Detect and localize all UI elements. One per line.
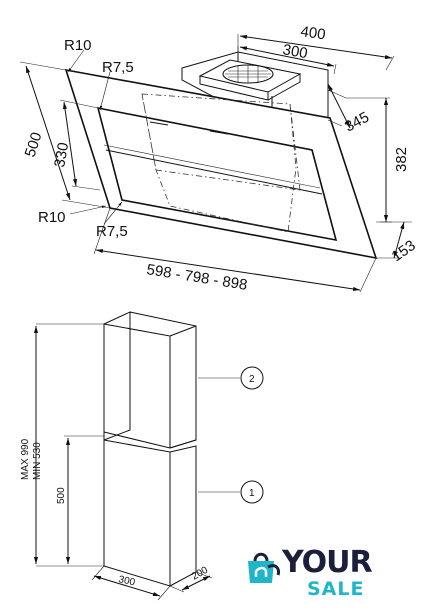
label-max: MAX 990 xyxy=(20,438,31,480)
radius-r75-top: R7,5 xyxy=(102,59,134,76)
radius-r10-bottom: R10 xyxy=(38,209,66,226)
callout-1-label: 1 xyxy=(249,488,255,499)
logo-text-your: YOUR xyxy=(282,545,373,580)
hidden-body-outline xyxy=(141,93,301,233)
logo-text-sale: SALE xyxy=(307,578,365,600)
shopping-bag-icon xyxy=(248,552,280,583)
dim-382: 382 xyxy=(393,147,410,172)
dim-widths: 598 - 798 - 898 xyxy=(145,261,248,294)
callout-2-circle xyxy=(240,366,264,390)
glass-panel-front xyxy=(96,106,338,242)
callout-1-circle xyxy=(240,480,264,504)
radius-r10-top: R10 xyxy=(64,37,92,54)
dim-153: 153 xyxy=(389,237,419,265)
radius-r75-bottom: R7,5 xyxy=(96,223,128,240)
chimney-drawing xyxy=(33,311,264,601)
dim-330: 330 xyxy=(51,141,72,169)
hood-drawing xyxy=(19,34,412,293)
fan-grille-icon xyxy=(222,64,274,84)
chimney-lower-duct xyxy=(103,439,197,587)
dim-200-chimney: 200 xyxy=(190,565,210,583)
label-min: MIN 530 xyxy=(32,442,43,480)
dim-300: 300 xyxy=(281,41,309,62)
dim-400: 400 xyxy=(299,23,326,43)
dim-500-hood: 500 xyxy=(22,130,46,159)
dim-300-chimney: 300 xyxy=(117,574,136,588)
dim-500-chimney: 500 xyxy=(56,487,67,504)
callout-2-label: 2 xyxy=(249,374,255,385)
dim-345: 345 xyxy=(342,109,372,136)
yoursale-logo: YOUR SALE xyxy=(242,545,387,607)
